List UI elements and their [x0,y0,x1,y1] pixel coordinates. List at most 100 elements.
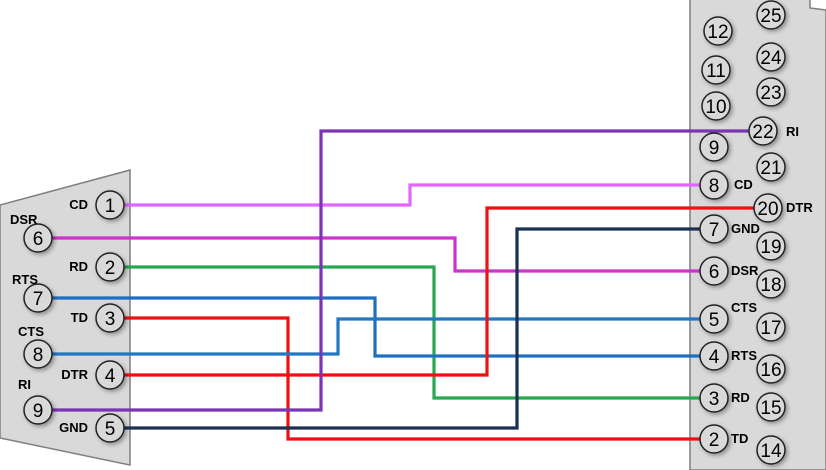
db9-pin-2-label: RD [69,259,88,274]
db25-pin-21: 21 [756,152,786,182]
db9-pin-8: 8 [23,339,53,369]
db25-pin-10-number: 10 [705,97,726,118]
db25-pin-18-circle [756,269,786,299]
db9-pin-1-circle [95,190,125,220]
db25-pin-4-label: RTS [731,348,757,363]
db25-pin-20-circle [753,193,783,223]
db25-pin-18-number: 18 [760,275,781,296]
db25-pin-4-number: 4 [709,347,720,368]
db25-pin-5-circle [699,304,729,334]
db25-pin-24-circle [756,42,786,72]
db25-pin-9: 9 [699,132,729,162]
db25-pin-6: 6 [699,256,729,286]
db25-pin-19-number: 19 [760,237,781,258]
db25-pin-15-circle [756,392,786,422]
db9-pin-9: 9 [23,395,53,425]
db9-pin-5-circle [95,413,125,443]
db25-pin-4: 4 [699,341,729,371]
db25-pin-16-number: 16 [760,360,781,381]
db25-pin-19: 19 [756,231,786,261]
db25-pin-3-label: RD [731,390,750,405]
db9-pin-1-number: 1 [105,196,116,217]
wire-td [124,316,700,441]
db9-pin-2: 2 [95,252,125,282]
db25-pin-6-label: DSR [731,263,759,278]
wire-cts [52,317,700,356]
db25-pin-7-circle [699,214,729,244]
db25-pin-18: 18 [756,269,786,299]
db9-pin-7: 7 [23,283,53,313]
db9-pin-4-circle [95,360,125,390]
db9-pin-3-circle [95,303,125,333]
wire-dtr [124,206,754,377]
wire-gnd [124,227,700,430]
db9-pin-2-number: 2 [105,258,116,279]
db25-pin-14-circle [756,435,786,465]
db25-pin-14: 14 [756,435,786,465]
db25-pin-23-circle [756,77,786,107]
db25-pin-12: 12 [703,16,733,46]
db9-pin-1: 1 [95,190,125,220]
db25-pin-22-circle [748,116,778,146]
db25-pin-19-circle [756,231,786,261]
db25-pin-17: 17 [756,312,786,342]
db9-pin-8-label: CTS [18,324,44,339]
db9-pin-8-circle [23,339,53,369]
db25-pin-16-circle [756,354,786,384]
db25-pin-24-number: 24 [760,48,782,69]
db25-pin-8-label: CD [734,177,753,192]
db25-pin-7-number: 7 [709,220,720,241]
db25-pin-8: 8 [699,170,729,200]
db25-pin-21-number: 21 [760,158,781,179]
db9-pin-3-label: TD [71,310,88,325]
db25-pin-23-number: 23 [760,83,781,104]
db25-pin-10: 10 [701,91,731,121]
db25-pin-7-label: GND [731,221,760,236]
db25-pin-4-circle [699,341,729,371]
db25-pin-2-number: 2 [709,430,720,451]
db9-pin-9-number: 9 [33,401,44,422]
db25-pin-15-number: 15 [760,398,781,419]
db25-pin-2-circle [699,424,729,454]
db9-pin-6-label: DSR [10,212,38,227]
wire-ri [52,129,749,412]
db9-pin-6-number: 6 [33,229,44,250]
db25-pin-10-circle [701,91,731,121]
db25-pin-16: 16 [756,354,786,384]
db25-pin-6-circle [699,256,729,286]
db25-pin-21-circle [756,152,786,182]
db25-pin-2-label: TD [731,431,748,446]
db25-pin-11-circle [701,55,731,85]
db25-pin-25: 25 [756,0,786,30]
db25-pin-22: 22 [748,116,778,146]
db9-pin-5-number: 5 [105,419,116,440]
db9-pin-5-label: GND [59,420,88,435]
db9-pin-4-label: DTR [61,367,88,382]
db25-pin-15: 15 [756,392,786,422]
db9-pin-4-number: 4 [105,366,116,387]
db9-pin-2-circle [95,252,125,282]
db25-pin-22-number: 22 [752,122,773,143]
db25-pin-24: 24 [756,42,786,72]
db25-pin-22-label: RI [786,124,799,139]
db25-pin-25-number: 25 [760,6,781,27]
db9-pin-9-label: RI [18,377,31,392]
db9-pin-6: 6 [23,223,53,253]
db25-pin-12-circle [703,16,733,46]
db25-pin-14-number: 14 [760,441,782,462]
db9-pin-4: 4 [95,360,125,390]
db9-pin-7-circle [23,283,53,313]
db9-pin-6-circle [23,223,53,253]
db9-pin-8-number: 8 [33,345,44,366]
wire-rd [124,265,700,400]
db25-pin-3-number: 3 [709,389,720,410]
db25-pin-8-number: 8 [709,176,720,197]
db25-pin-20: 20 [753,193,783,223]
db25-pin-20-label: DTR [786,200,813,215]
db25-pin-6-number: 6 [709,262,720,283]
db25-pin-5: 5 [699,304,729,334]
wire-rts [52,296,700,358]
db25-pin-7: 7 [699,214,729,244]
db25-pin-23: 23 [756,77,786,107]
